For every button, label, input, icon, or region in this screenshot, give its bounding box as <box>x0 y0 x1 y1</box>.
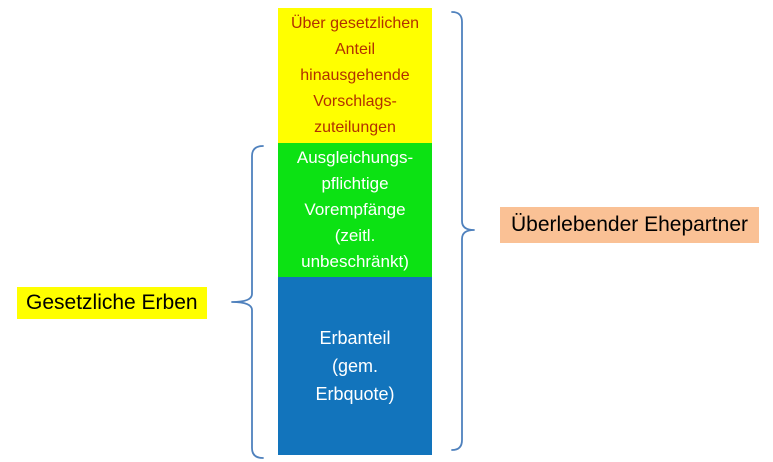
label-gesetzliche-erben: Gesetzliche Erben <box>17 287 207 319</box>
box-erbanteil: Erbanteil (gem. Erbquote) <box>278 277 432 455</box>
curly-brace-right-icon <box>451 11 475 451</box>
box-vorempfaenge: Ausgleichungs- pflichtige Vorempfänge (z… <box>278 143 432 277</box>
label-ueberlebender-ehepartner: Überlebender Ehepartner <box>500 207 759 243</box>
box-vorschlagszuteilungen: Über gesetzlichen Anteil hinausgehende V… <box>278 8 432 143</box>
curly-brace-left-icon <box>231 145 264 459</box>
